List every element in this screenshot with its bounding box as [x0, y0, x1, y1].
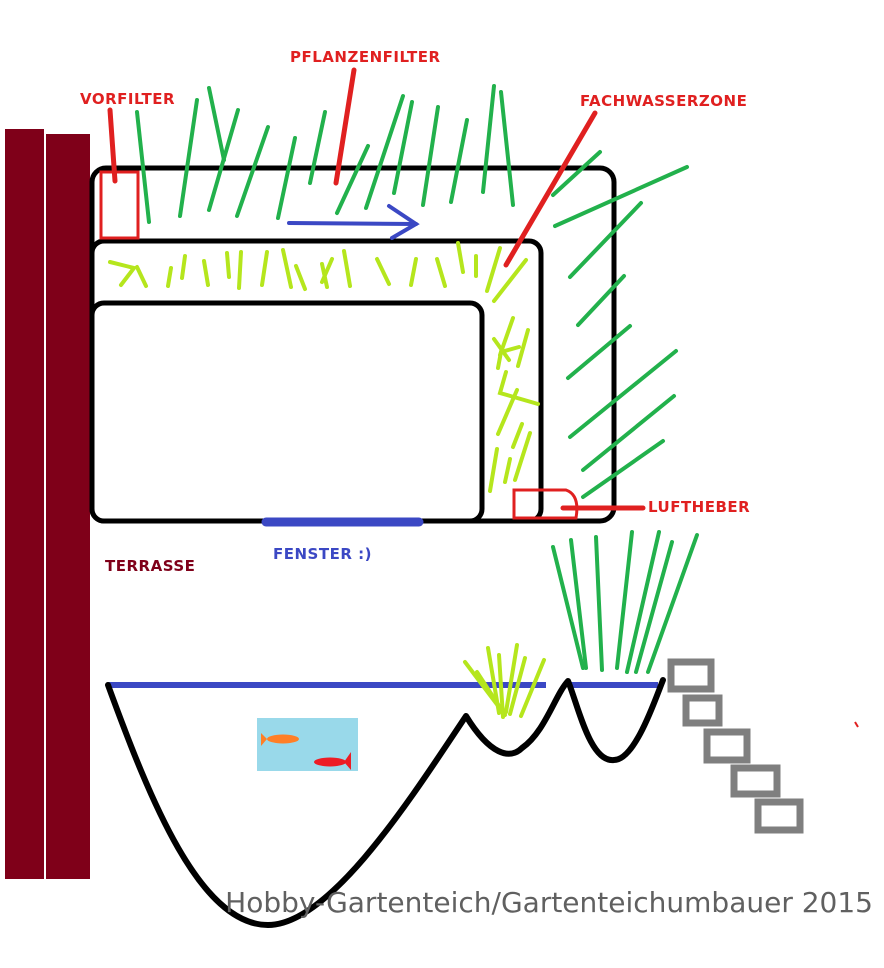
label-pointers	[107, 67, 646, 511]
label-fenster: FENSTER :)	[273, 545, 372, 563]
label-pflanzenfilter: PFLANZENFILTER	[290, 48, 441, 66]
label-fachwasserzone: FACHWASSERZONE	[580, 92, 747, 110]
credit-watermark: Hobby-Gartenteich/Gartenteichumbauer 201…	[225, 886, 873, 919]
terrace-wall	[5, 129, 90, 879]
label-luftheber: LUFTHEBER	[648, 498, 750, 516]
pond-filter-reeds	[551, 530, 699, 674]
orange-fish	[261, 733, 299, 746]
inner-box	[89, 300, 485, 524]
red-fish	[314, 752, 351, 770]
pond-shallow-plants	[463, 643, 546, 719]
label-terrasse: TERRASSE	[105, 557, 195, 575]
stairs	[667, 658, 804, 834]
prefilter-box	[99, 170, 140, 240]
plant-filter-reeds	[135, 84, 689, 499]
shallow-zone-plants	[108, 241, 540, 493]
fish-tank	[257, 718, 358, 771]
airlift-shape	[512, 488, 579, 520]
label-vorfilter: VORFILTER	[80, 90, 175, 108]
pond-outline	[105, 677, 666, 928]
red-speck	[854, 721, 859, 728]
pond-cross-section	[105, 530, 699, 928]
flow-arrow	[287, 204, 420, 240]
